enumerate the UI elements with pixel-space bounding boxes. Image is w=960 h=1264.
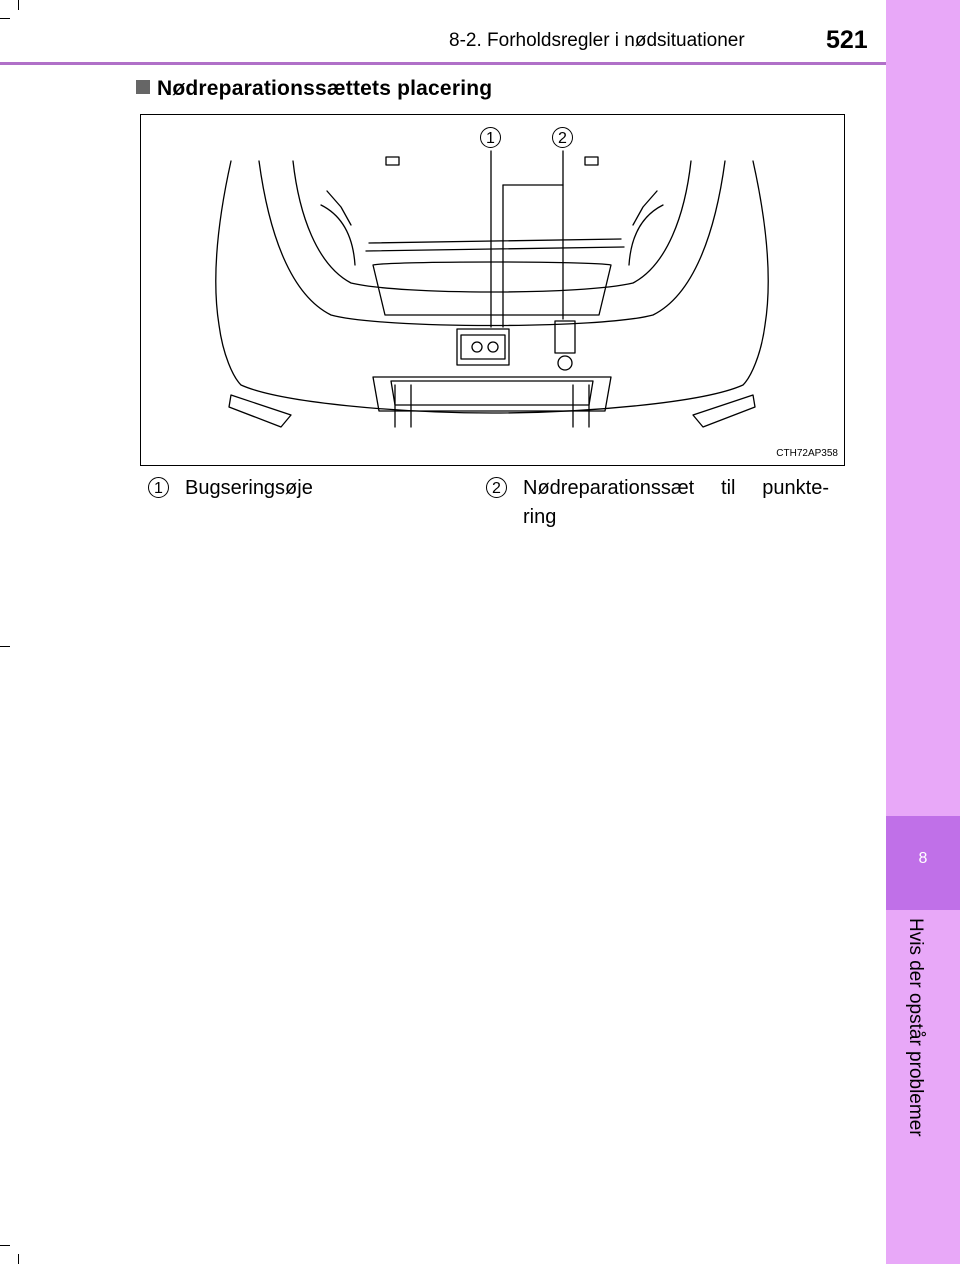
chapter-title: Hvis der opstår problemer — [905, 918, 926, 1137]
section-title: 8-2. Forholdsregler i nødsituationer — [449, 30, 745, 51]
legend-text: Bugseringsøje — [185, 477, 313, 499]
header-rule — [0, 62, 886, 65]
car-trunk-drawing — [215, 150, 769, 428]
chapter-number: 8 — [918, 850, 928, 867]
heading-text: Nødreparationssættets placering — [157, 77, 493, 100]
legend-text: Nødreparationssæt til punkte-ring — [523, 474, 829, 532]
trunk-illustration: 1 2 CTH72AP358 — [140, 114, 845, 466]
legend-number: 2 — [486, 477, 507, 498]
callout-1-badge: 1 — [480, 127, 501, 148]
legend-text-line: ring — [523, 506, 557, 528]
figure-code: CTH72AP358 — [776, 448, 838, 459]
crop-mark — [18, 1254, 19, 1264]
legend-text-line: Nødreparationssæt til punkte- — [523, 477, 829, 499]
crop-mark — [0, 646, 10, 647]
callout-2-badge: 2 — [552, 127, 573, 148]
crop-mark — [18, 0, 19, 10]
chapter-side-tab — [886, 0, 960, 1264]
crop-mark — [0, 18, 10, 19]
chapter-number-box — [886, 816, 960, 910]
subsection-heading: Nødreparationssættets placering — [136, 77, 492, 101]
page-number: 521 — [826, 26, 868, 54]
crop-mark — [0, 1245, 10, 1246]
legend-number: 1 — [148, 477, 169, 498]
bullet-square-icon — [136, 80, 150, 94]
